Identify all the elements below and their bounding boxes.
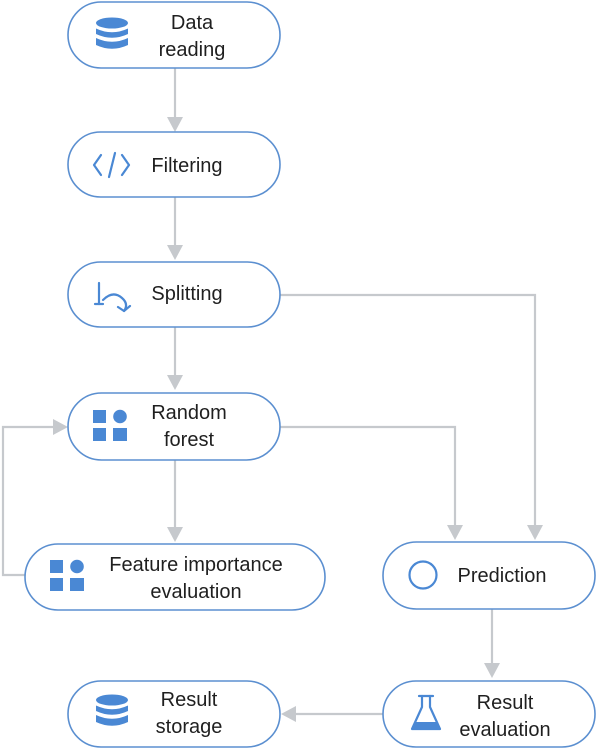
node-box [67,392,281,461]
node-box [24,543,326,611]
node-box [382,680,596,748]
arrowhead [167,527,183,542]
node-data-reading[interactable]: Data reading [67,1,281,69]
arrowhead [53,419,68,435]
node-label-line2: storage [156,716,223,738]
node-label-line1: Feature importance [109,554,282,576]
node-prediction[interactable]: Prediction [382,541,596,610]
node-label-line1: Result [477,692,534,714]
shapes-icon [50,559,84,591]
arrowhead [167,245,183,260]
edge-feature-importance-loop [1,425,56,577]
circle-icon [408,560,438,590]
node-feature-importance-evaluation[interactable]: Feature importance evaluation [24,543,326,611]
node-label-line2: forest [164,429,214,451]
edge-splitting-to-prediction [280,293,537,528]
code-icon [92,151,131,179]
node-result-storage[interactable]: Result storage [67,680,281,748]
split-arrow-icon [93,281,132,313]
edge-random-forest-to-prediction [280,425,457,528]
node-label-line2: reading [159,39,226,61]
node-label-line1: Data [171,12,214,34]
arrowhead [527,525,543,540]
node-label-line2: evaluation [150,581,241,603]
node-random-forest[interactable]: Random forest [67,392,281,461]
node-label: Filtering [151,155,222,177]
arrowhead [167,375,183,390]
database-icon [96,17,128,49]
flask-icon [410,694,442,731]
node-box [382,541,596,610]
arrowhead [484,663,500,678]
node-box [67,261,281,328]
node-label-line1: Result [161,689,218,711]
node-box [67,131,281,198]
shapes-icon [93,409,127,441]
database-icon [96,694,128,726]
node-label: Prediction [458,565,547,587]
arrowhead [167,117,183,132]
node-label-line2: evaluation [459,719,550,741]
edges [1,68,543,722]
arrowhead [447,525,463,540]
node-label: Splitting [151,283,222,305]
node-result-evaluation[interactable]: Result evaluation [382,680,596,748]
arrowhead [281,706,296,722]
node-filtering[interactable]: Filtering [67,131,281,198]
node-splitting[interactable]: Splitting [67,261,281,328]
node-label-line1: Random [151,402,227,424]
